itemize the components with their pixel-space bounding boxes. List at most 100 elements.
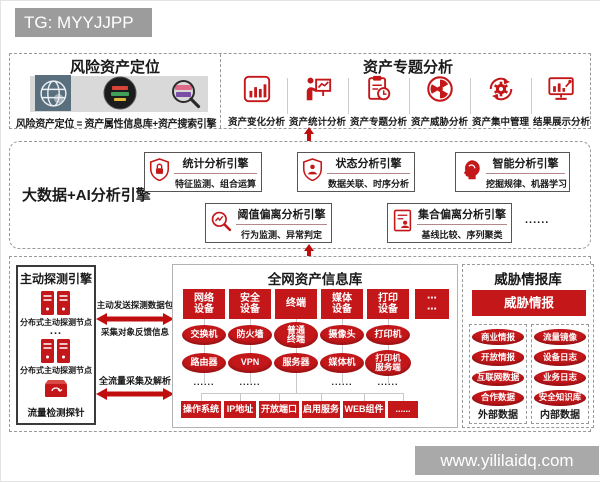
asset-node: 媒体机 [320,353,364,373]
gear-cycle-icon [486,74,516,109]
risk-equation: 风险资产定位 = 资产属性信息库+资产搜索引擎 [15,119,217,130]
double-arrow-icon [96,387,174,405]
asset-node: 打印机 服务端 [365,350,411,376]
internal-data-group: 流量镜像 设备日志 业务日志 安全知识库 内部数据 [531,324,589,424]
engine-title: 状态分析引擎 [327,155,410,174]
topic-item-topic: 资产专题分析 [348,74,409,128]
topic-item-label: 资产集中管理 [471,117,529,128]
server-icon [18,339,94,363]
threat-source: 商业情报 [472,329,524,346]
engine-set-deviation: 集合偏离分析引擎基线比较、序列聚类 [387,203,512,243]
shield-person-icon [302,158,323,186]
topic-item-label: 资产专题分析 [349,117,407,128]
bigdata-ai-label: 大数据+AI分析引擎 [22,187,151,204]
bar-chart-icon [242,74,272,109]
double-arrow-icon [96,312,174,330]
asset-attribute: IP地址 [224,401,256,418]
magnifier-wave-icon [210,210,232,237]
probe-node-label: 分布式主动探测节点 [20,366,92,375]
probe-node-label: 分布式主动探测节点 [20,318,92,327]
threat-db-box: 威胁情报库 威胁情报 商业情报 开放情报 互联网数据 合作数据 外部数据 流量镜… [462,264,594,428]
asset-badge-icon [103,76,137,115]
asset-db-title: 全网资产信息库 [267,272,363,287]
column-dots: ...... [193,377,215,387]
engine-subtitle: 特征监测、组合运算 [174,178,256,189]
arrow-up-top-icon [304,127,314,146]
monitor-chart-icon [547,74,577,109]
asset-category-more: ⋯ ⋯ [415,289,449,319]
internal-data-label: 内部数据 [540,410,580,421]
asset-attribute: 开放端口 [259,401,299,418]
asset-category: 终端 [275,289,317,319]
asset-attribute: 启用服务 [302,401,340,418]
asset-category: 网络 设备 [183,289,225,319]
external-data-label: 外部数据 [478,410,518,421]
engine-subtitle: 基线比较、序列聚类 [421,229,503,240]
top-section-divider [220,54,221,128]
threat-source: 业务日志 [534,369,586,386]
top-section: 风险资产定位 风险资产定位 = 资产属性信息库+资产搜索引擎 资产专题分析 资产… [9,53,591,130]
threat-intel-banner: 威胁情报 [472,290,586,316]
topic-item-change: 资产变化分析 [226,74,287,128]
engine-subtitle: 行为监测、异常判定 [240,229,322,240]
asset-attribute: 操作系统 [181,401,221,418]
threat-source: 设备日志 [534,349,586,366]
brain-head-icon [460,159,482,186]
doc-person-icon [392,209,413,237]
threat-source: 流量镜像 [534,329,586,346]
threat-source: 开放情报 [472,349,524,366]
threat-source: 互联网数据 [472,369,524,386]
engine-status: 状态分析引擎数据关联、时序分析 [297,152,415,192]
topic-item-statistics: 资产统计分析 [287,74,348,128]
asset-attribute-more: ...... [388,401,418,418]
probe-engine-box: 主动探测引擎 分布式主动探测节点 ... 分布式主动探测节点 流量检测探针 [16,265,96,425]
asset-db-box: 全网资产信息库 网络 设备 安全 设备 终端 媒体 设备 打印 设备 ⋯ ⋯ 交… [172,264,458,428]
engine-threshold-deviation: 阈值偏离分析引擎行为监测、异常判定 [205,203,332,243]
arrow-up-middle-icon [304,244,314,263]
threat-source: 合作数据 [472,389,524,406]
tg-badge-text: TG: MYYJJPP [24,12,134,32]
topic-analysis-title: 资产专题分析 [362,59,453,76]
clipboard-chart-icon [364,74,394,109]
engine-statistical: 统计分析引擎特征监测、组合运算 [144,152,262,192]
radiation-icon [425,74,455,109]
asset-node: 摄像头 [320,325,364,345]
tg-badge: TG: MYYJJPP [15,8,152,37]
asset-node: 服务器 [274,353,318,373]
engine-title: 集合偏离分析引擎 [417,206,507,225]
external-data-group: 商业情报 开放情报 互联网数据 合作数据 外部数据 [469,324,527,424]
engine-title: 统计分析引擎 [174,155,257,174]
asset-category: 安全 设备 [229,289,271,319]
topic-item-management: 资产集中管理 [470,74,531,128]
search-icon [167,75,203,116]
asset-node: VPN [228,353,272,373]
topic-item-threat: 资产威胁分析 [409,74,470,128]
topic-item-label: 资产统计分析 [288,117,346,128]
bottom-section: 主动探测引擎 分布式主动探测节点 ... 分布式主动探测节点 流量检测探针 主动… [9,256,594,432]
threat-db-title: 威胁情报库 [494,272,562,287]
column-dots: ...... [331,377,353,387]
globe-icon [35,75,71,111]
topic-item-label: 结果展示分析 [532,117,590,128]
probe-nodes-dots: ... [49,325,63,337]
asset-node: 交换机 [182,325,226,345]
engine-intelligent: 智能分析引擎挖掘规律、机器学习 [455,152,570,192]
engine-title: 阈值偏离分析引擎 [236,206,327,225]
engine-subtitle: 数据关联、时序分析 [327,178,409,189]
engine-title: 智能分析引擎 [486,155,565,174]
topic-item-label: 资产变化分析 [227,117,285,128]
flow-traffic-label: 全流量采集及解析 [98,376,171,386]
server-icon [18,291,94,315]
column-dots: ...... [239,377,261,387]
asset-node: 打印机 [366,325,410,345]
asset-category: 打印 设备 [367,289,409,319]
traffic-probe-label: 流量检测探针 [27,408,85,419]
engine-subtitle: 挖掘规律、机器学习 [486,178,568,189]
asset-category: 媒体 设备 [321,289,363,319]
asset-node: 路由器 [182,353,226,373]
watermark-text: www.yililaidq.com [440,450,574,470]
asset-node: 防火墙 [228,325,272,345]
more-engines-dots: ...... [525,214,550,226]
watermark: www.yililaidq.com [415,446,599,475]
